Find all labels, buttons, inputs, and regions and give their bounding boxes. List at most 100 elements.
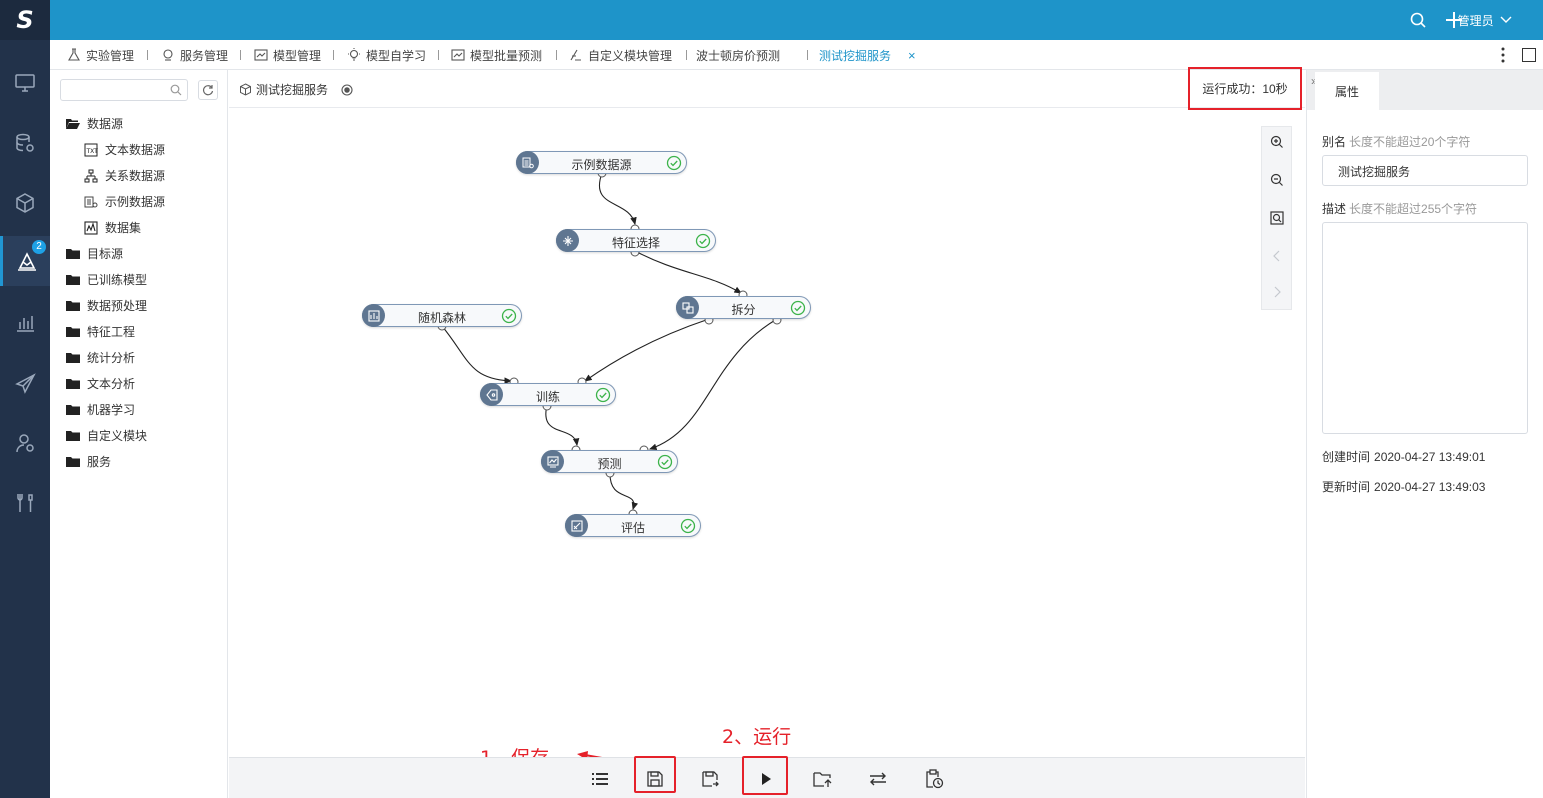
tree-folder-text-analysis[interactable]: 文本分析 xyxy=(66,375,135,392)
user-name: 管理员 xyxy=(1457,14,1494,28)
node-feature-selection[interactable]: 特征选择 xyxy=(556,229,716,252)
tab-label: 自定义模块管理 xyxy=(588,48,673,63)
success-check-icon xyxy=(501,308,517,324)
tree-folder-datasource[interactable]: 数据源 xyxy=(66,115,123,132)
node-predict[interactable]: 预测 xyxy=(541,450,678,473)
list-button[interactable] xyxy=(580,758,620,798)
node-sample-source[interactable]: 示例数据源 xyxy=(516,151,687,174)
tab-batch-predict[interactable]: 模型批量预测 xyxy=(451,40,542,70)
service-icon xyxy=(163,49,173,61)
switch-button[interactable] xyxy=(858,758,898,798)
rail-model[interactable] xyxy=(0,178,50,228)
node-split[interactable]: 拆分 xyxy=(676,296,811,319)
run-button[interactable] xyxy=(746,758,786,798)
more-icon[interactable] xyxy=(1500,46,1506,67)
rail-monitor[interactable] xyxy=(0,58,50,108)
node-train[interactable]: 训练 xyxy=(480,383,616,406)
rail-experiment[interactable]: 2 xyxy=(0,236,50,286)
zoom-out-button[interactable] xyxy=(1262,165,1291,195)
workflow-canvas[interactable]: 示例数据源 特征选择 拆分 随机森林 训练 预测 xyxy=(229,109,1305,757)
maximize-icon[interactable] xyxy=(1522,48,1536,62)
alias-input[interactable]: 测试挖掘服务 xyxy=(1322,155,1528,186)
tree-folder-statistics[interactable]: 统计分析 xyxy=(66,349,135,366)
previous-button[interactable] xyxy=(1262,241,1291,271)
collapse-icon[interactable]: » xyxy=(1311,74,1318,88)
properties-tabs: » 属性 xyxy=(1307,70,1543,110)
settings-dot-icon[interactable] xyxy=(340,83,354,97)
bulb-icon xyxy=(348,48,360,61)
tools-icon xyxy=(17,494,33,512)
tree-label: 文本分析 xyxy=(87,377,136,391)
tab-model[interactable]: 模型管理 xyxy=(254,40,321,70)
refresh-button[interactable] xyxy=(198,80,218,100)
tree-folder-preprocess[interactable]: 数据预处理 xyxy=(66,297,147,314)
close-icon[interactable]: × xyxy=(908,47,916,63)
zoom-fit-button[interactable] xyxy=(1262,203,1291,233)
zoom-in-button[interactable] xyxy=(1262,127,1291,157)
tree-folder-custom[interactable]: 自定义模块 xyxy=(66,427,147,444)
tree-folder-service[interactable]: 服务 xyxy=(66,453,111,470)
tab-self-learning[interactable]: 模型自学习 xyxy=(347,40,426,70)
edge-train-predict xyxy=(545,404,580,447)
tree-label: 统计分析 xyxy=(87,351,136,365)
tree-label: 示例数据源 xyxy=(105,195,166,209)
app-logo[interactable]: S xyxy=(0,0,50,40)
refresh-icon xyxy=(202,85,214,96)
node-evaluate[interactable]: 评估 xyxy=(565,514,701,537)
success-check-icon xyxy=(695,233,711,249)
tree-search-input[interactable] xyxy=(60,79,188,101)
rail-publish[interactable] xyxy=(0,358,50,408)
user-menu[interactable]: 管理员 xyxy=(1458,12,1513,29)
plus-icon[interactable] xyxy=(1445,10,1463,30)
zoom-fit-icon xyxy=(1269,211,1284,225)
schedule-button[interactable] xyxy=(914,758,954,798)
node-random-forest[interactable]: 随机森林 xyxy=(362,304,522,327)
chevron-left-icon xyxy=(1272,250,1279,262)
tree-label: 关系数据源 xyxy=(105,169,166,183)
tree-item-relation-source[interactable]: 关系数据源 xyxy=(84,167,165,184)
tree-label: 目标源 xyxy=(87,247,124,261)
tree-item-sample-source[interactable]: 示例数据源 xyxy=(84,193,165,210)
tree-folder-trained-model[interactable]: 已训练模型 xyxy=(66,271,147,288)
chevron-down-icon xyxy=(1500,16,1512,23)
success-check-icon xyxy=(657,454,673,470)
publish-button[interactable] xyxy=(803,758,843,798)
tree-item-text-source[interactable]: TXT 文本数据源 xyxy=(84,141,165,158)
save-as-button[interactable] xyxy=(690,758,730,798)
tab-boston[interactable]: 波士顿房价预测 xyxy=(696,40,780,70)
alias-label: 别名长度不能超过20个字符 xyxy=(1322,133,1470,150)
success-check-icon xyxy=(666,155,682,171)
tab-mining-service[interactable]: 测试挖掘服务 × xyxy=(819,40,916,70)
rail-users[interactable] xyxy=(0,418,50,468)
tree-label: 数据预处理 xyxy=(87,299,148,313)
rail-report[interactable] xyxy=(0,298,50,348)
tree-folder-ml[interactable]: 机器学习 xyxy=(66,401,135,418)
rail-database[interactable] xyxy=(0,118,50,168)
tree-label: 数据集 xyxy=(105,221,142,235)
tree-label: 文本数据源 xyxy=(105,143,166,157)
tab-experiment[interactable]: 实验管理 xyxy=(67,40,134,70)
save-button[interactable] xyxy=(635,758,675,798)
tree-item-dataset[interactable]: 数据集 xyxy=(84,219,141,236)
tab-custom-module[interactable]: 自定义模块管理 xyxy=(569,40,672,70)
run-status-text: 运行成功：10秒 xyxy=(1202,82,1288,96)
tree-label: 已训练模型 xyxy=(87,273,148,287)
rail-badge: 2 xyxy=(32,240,46,254)
switch-icon xyxy=(870,772,886,785)
tree-folder-target[interactable]: 目标源 xyxy=(66,245,123,262)
tree-folder-feature[interactable]: 特征工程 xyxy=(66,323,135,340)
txt-icon: TXT xyxy=(84,143,98,156)
tab-separator xyxy=(686,50,687,60)
tab-properties[interactable]: 属性 xyxy=(1315,72,1379,110)
tree-search-field[interactable] xyxy=(65,81,165,99)
rail-tools[interactable] xyxy=(0,478,50,528)
edge-split-predict xyxy=(648,318,778,450)
next-button[interactable] xyxy=(1262,277,1291,307)
tab-service[interactable]: 服务管理 xyxy=(161,40,228,70)
search-icon[interactable] xyxy=(1409,10,1427,30)
description-textarea[interactable] xyxy=(1322,222,1528,434)
created-value: 2020-04-27 13:49:01 xyxy=(1374,450,1486,464)
folder-open-icon xyxy=(66,118,80,129)
